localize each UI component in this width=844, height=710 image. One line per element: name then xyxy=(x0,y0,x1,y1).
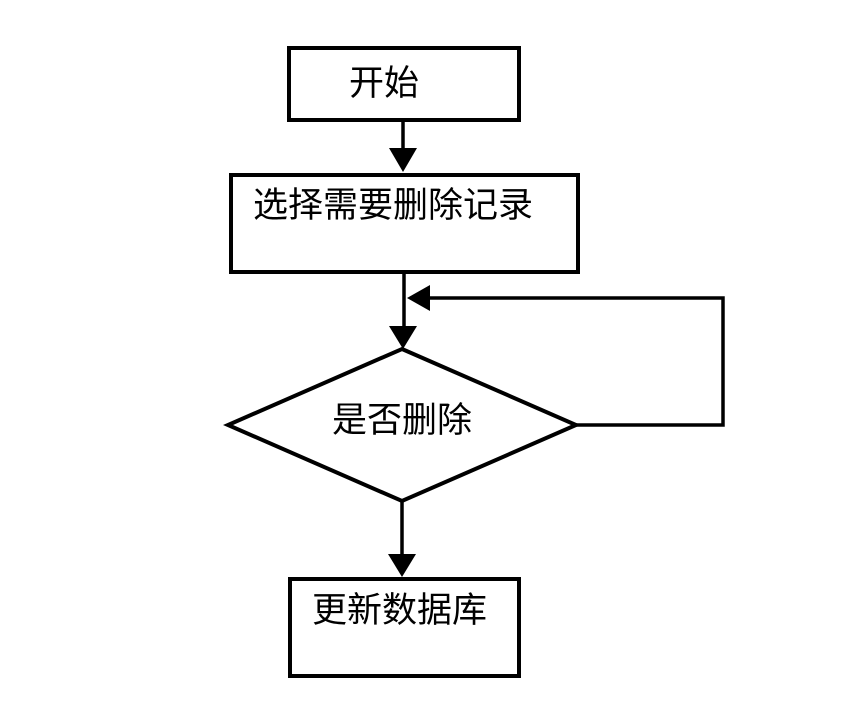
update-database-node: 更新数据库 xyxy=(288,577,521,678)
arrow-start-to-select xyxy=(389,122,417,172)
select-records-node-label: 选择需要删除记录 xyxy=(253,186,534,225)
arrow-select-to-decision xyxy=(389,274,417,349)
arrow-decision-to-update xyxy=(388,501,416,577)
update-database-node-label: 更新数据库 xyxy=(312,591,488,630)
select-records-node: 选择需要删除记录 xyxy=(229,173,580,274)
start-node: 开始 xyxy=(287,46,521,122)
delete-decision-node-label: 是否删除 xyxy=(331,400,472,440)
arrowhead-down-icon xyxy=(388,554,416,577)
arrowhead-down-icon xyxy=(389,148,417,172)
start-node-label: 开始 xyxy=(348,64,419,104)
arrowhead-left-icon xyxy=(407,285,430,311)
arrowhead-down-icon xyxy=(389,326,417,349)
